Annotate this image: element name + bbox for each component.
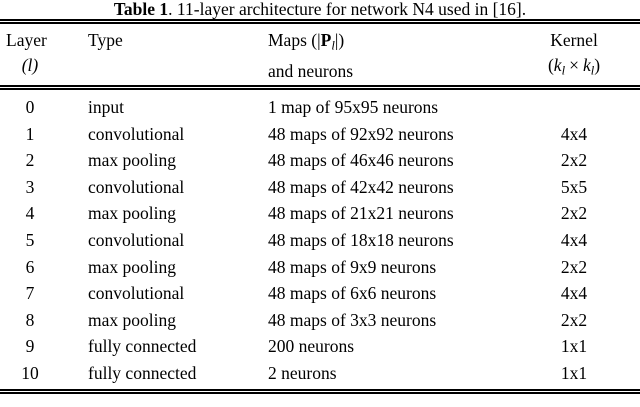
kernel-symbol-k2-subscript: l (590, 63, 595, 78)
column-header-type-label: Type (88, 30, 123, 50)
cell-type: max pooling (88, 150, 176, 171)
maps-symbol-p: P (320, 30, 332, 50)
cell-type: convolutional (88, 176, 185, 197)
cell-maps: 48 maps of 21x21 neurons (268, 203, 454, 224)
cell-kernel: 2x2 (560, 203, 588, 224)
cell-type: input (88, 97, 124, 117)
column-header-maps: Maps (|Pl|) and neurons (268, 28, 353, 84)
cell-layer: 3 (25, 176, 35, 197)
cell-layer: 8 (25, 309, 35, 330)
table-row: 7 convolutional 48 maps of 6x6 neurons 4x4 (0, 280, 640, 307)
table-caption: Table 1. 11-layer architecture for netwo… (0, 0, 640, 19)
table-bottom-rule (0, 389, 640, 394)
table-row: 0 input 1 map of 95x95 neurons (0, 94, 640, 121)
table-row: 6 max pooling 48 maps of 9x9 neurons 2x2 (0, 254, 640, 281)
cell-layer: 10 (21, 362, 39, 383)
table-top-rule (0, 19, 640, 24)
table-caption-label: Table 1 (113, 0, 169, 19)
column-header-type: Type (88, 28, 123, 53)
cell-kernel: 1x1 (560, 336, 588, 357)
cell-kernel: 4x4 (560, 283, 588, 304)
table-row: 5 convolutional 48 maps of 18x18 neurons 4x… (0, 227, 640, 254)
cell-layer: 5 (25, 229, 35, 250)
cell-kernel: 4x4 (560, 123, 588, 144)
cell-type: fully connected (88, 362, 197, 383)
cell-type: max pooling (88, 309, 176, 330)
column-header-kernel: Kernel (kl×kl) (513, 28, 635, 84)
table-body: 0 input 1 map of 95x95 neurons 1 convolution… (0, 94, 640, 387)
kernel-multiply-sign: × (569, 55, 579, 75)
cell-layer: 4 (25, 203, 35, 224)
cell-layer: 9 (25, 336, 35, 357)
cell-type: convolutional (88, 229, 185, 250)
cell-kernel: 4x4 (560, 229, 588, 250)
cell-type: convolutional (88, 123, 185, 144)
cell-layer: 1 (25, 123, 35, 144)
kernel-symbol-k1-subscript: l (561, 63, 566, 78)
maps-prefix: Maps (| (268, 30, 321, 50)
cell-layer: 0 (25, 97, 35, 117)
cell-maps: 2 neurons (268, 362, 337, 383)
column-header-layer-label: Layer (6, 30, 47, 50)
cell-kernel: 5x5 (560, 176, 588, 197)
table-row: 9 fully connected 200 neurons 1x1 (0, 333, 640, 360)
table-row: 8 max pooling 48 maps of 3x3 neurons 2x2 (0, 307, 640, 334)
cell-layer: 2 (25, 150, 35, 171)
cell-kernel: 1x1 (560, 362, 588, 383)
table-header-row: Layer (l) Type Maps (|Pl|) and neurons K… (0, 28, 640, 84)
cell-maps: 1 map of 95x95 neurons (268, 97, 439, 117)
table-row: 2 max pooling 48 maps of 46x46 neurons 2x2 (0, 147, 640, 174)
cell-type: convolutional (88, 283, 185, 304)
table-row: 1 convolutional 48 maps of 92x92 neurons 4x… (0, 121, 640, 148)
column-header-layer: Layer (l) (6, 28, 54, 78)
cell-type: max pooling (88, 203, 176, 224)
kernel-paren-open: ( (547, 55, 554, 75)
cell-type: max pooling (88, 256, 176, 277)
cell-layer: 6 (25, 256, 35, 277)
maps-symbol-subscript: l (331, 38, 335, 53)
table-row: 4 max pooling 48 maps of 21x21 neurons 2x2 (0, 200, 640, 227)
cell-type: fully connected (88, 336, 197, 357)
column-header-layer-sublabel: (l) (21, 55, 39, 75)
cell-maps: 48 maps of 42x42 neurons (268, 176, 454, 197)
table-header-rule (0, 85, 640, 90)
column-header-maps-line2: and neurons (268, 60, 354, 81)
column-header-kernel-sublabel: (kl×kl) (513, 53, 635, 84)
cell-maps: 48 maps of 18x18 neurons (268, 229, 454, 250)
cell-maps: 48 maps of 46x46 neurons (268, 150, 454, 171)
cell-kernel: 2x2 (560, 256, 588, 277)
kernel-symbol-k2: k (582, 55, 591, 75)
cell-kernel: 2x2 (560, 150, 588, 171)
table-caption-text: . 11-layer architecture for network N4 u… (168, 0, 527, 19)
cell-maps: 48 maps of 6x6 neurons (268, 283, 437, 304)
kernel-symbol-k1: k (553, 55, 562, 75)
kernel-paren-close: ) (594, 55, 601, 75)
maps-suffix: |) (334, 30, 345, 50)
cell-maps: 48 maps of 92x92 neurons (268, 123, 454, 144)
cell-kernel: 2x2 (560, 309, 588, 330)
cell-layer: 7 (25, 283, 35, 304)
table-row: 3 convolutional 48 maps of 42x42 neurons 5x… (0, 174, 640, 201)
cell-maps: 48 maps of 9x9 neurons (268, 256, 437, 277)
cell-maps: 200 neurons (268, 336, 355, 357)
table-row: 10 fully connected 2 neurons 1x1 (0, 360, 640, 387)
cell-maps: 48 maps of 3x3 neurons (268, 309, 437, 330)
column-header-maps-line1: Maps (|Pl|) (268, 30, 345, 53)
column-header-kernel-label: Kernel (550, 30, 598, 50)
